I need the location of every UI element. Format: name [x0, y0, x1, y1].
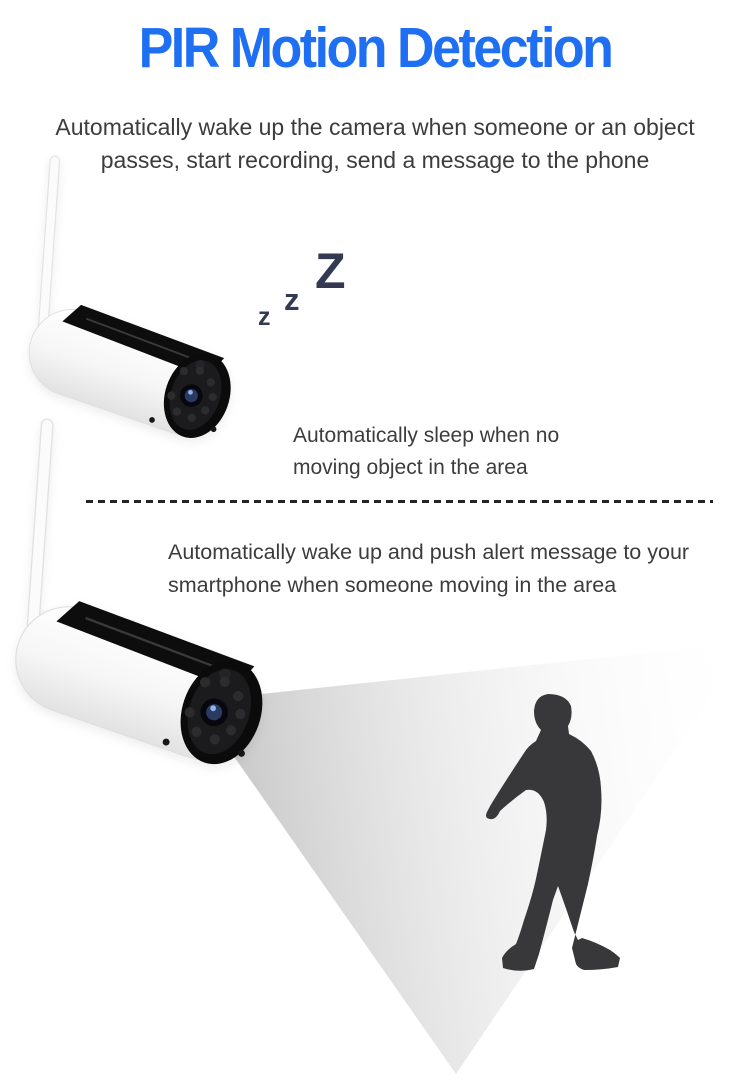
sleep-z-medium: z — [284, 282, 300, 317]
subtitle-line-1: Automatically wake up the camera when so… — [55, 114, 695, 140]
sleep-zzz-icon: z z Z — [255, 246, 370, 341]
wake-caption: Automatically wake up and push alert mes… — [168, 536, 689, 602]
sleeping-camera-illustration — [18, 150, 263, 452]
sleep-caption-line-2: moving object in the area — [293, 456, 528, 479]
sleep-z-small: z — [258, 303, 271, 331]
page-title: PIR Motion Detection — [138, 17, 614, 80]
sleep-caption-line-1: Automatically sleep when no — [293, 424, 560, 447]
sleep-z-large: Z — [315, 243, 346, 299]
walking-person-silhouette — [486, 694, 620, 971]
sleep-caption: Automatically sleep when no moving objec… — [293, 420, 559, 484]
wake-caption-line-1: Automatically wake up and push alert mes… — [168, 540, 690, 564]
subtitle-line-2: passes, start recording, send a message … — [100, 147, 650, 173]
wake-caption-line-2: smartphone when someone moving in the ar… — [168, 573, 617, 597]
dashed-divider — [86, 500, 713, 503]
subtitle: Automatically wake up the camera when so… — [0, 111, 750, 177]
active-camera-illustration — [2, 412, 302, 781]
